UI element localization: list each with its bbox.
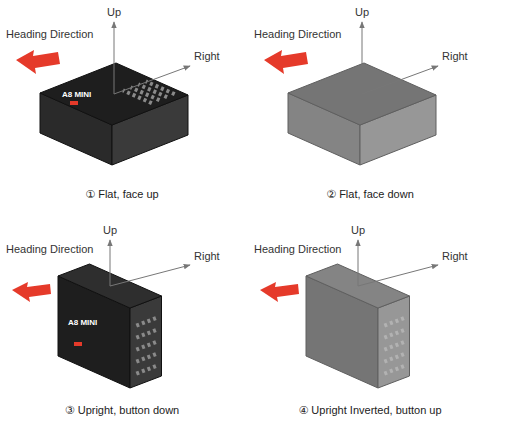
axis-label: Up [107, 6, 121, 19]
pin-header [384, 317, 406, 373]
right-axis [114, 66, 190, 94]
pin-row [384, 353, 406, 361]
pin-header [123, 81, 175, 103]
right-axis [110, 265, 190, 286]
axis-label: Right [194, 250, 220, 263]
heading-arrow [12, 282, 51, 302]
pin-row [384, 317, 406, 325]
receiver-side [378, 296, 410, 388]
pin-row [384, 365, 406, 373]
pin-row [384, 329, 406, 337]
direction-label: Heading Direction [6, 28, 93, 41]
heading-arrow [264, 50, 308, 74]
axis-label: Up [351, 224, 365, 237]
caption: ② Flat, face down [326, 188, 414, 201]
up-axis [110, 240, 111, 286]
device-marking: A8 MINI [62, 90, 91, 100]
caption: ③ Upright, button down [65, 404, 179, 417]
heading-arrow [16, 50, 60, 74]
up-axis [362, 22, 363, 94]
pin-row [136, 341, 158, 349]
button [74, 342, 82, 346]
button [70, 101, 78, 105]
receiver-side [130, 296, 162, 388]
pin-row [136, 365, 158, 373]
right-axis [362, 66, 438, 94]
pin-header [136, 317, 158, 373]
caption: ① Flat, face up [85, 188, 158, 201]
device-marking: A8 MINI [68, 318, 97, 328]
axis-label: Right [194, 50, 220, 63]
direction-label: Heading Direction [254, 28, 341, 41]
up-axis [358, 240, 359, 286]
up-axis [114, 22, 115, 94]
pin-row [146, 81, 175, 94]
pin-row [384, 341, 406, 349]
direction-label: Heading Direction [6, 243, 93, 256]
heading-arrow [260, 282, 299, 302]
caption: ④ Upright Inverted, button up [298, 404, 441, 417]
axis-label: Right [442, 50, 468, 63]
pin-row [136, 329, 158, 337]
right-axis [358, 265, 438, 286]
axis-label: Right [442, 250, 468, 263]
pin-row [136, 317, 158, 325]
direction-label: Heading Direction [254, 243, 341, 256]
pin-row [136, 353, 158, 361]
axis-label: Up [103, 224, 117, 237]
axis-label: Up [355, 6, 369, 19]
